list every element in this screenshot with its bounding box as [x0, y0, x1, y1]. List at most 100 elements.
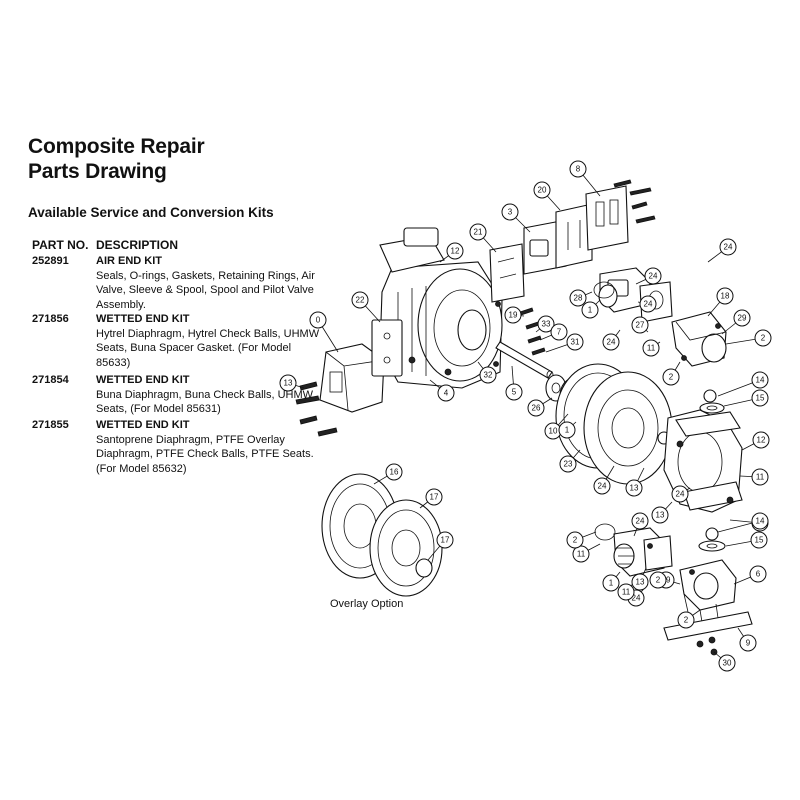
lower-manifold	[613, 527, 673, 577]
callout-bubble: 24	[593, 477, 611, 495]
kit-part-no: 271854	[32, 374, 69, 386]
kit-part-no: 271856	[32, 313, 69, 325]
callout-number: 11	[577, 550, 586, 559]
callout-bubble: 8	[569, 160, 587, 178]
callout-circle	[385, 463, 403, 481]
parts-drawings	[295, 179, 753, 656]
callout-number: 6	[756, 570, 761, 579]
callout-number: 16	[390, 468, 399, 477]
callout-bubble: 2	[566, 531, 584, 549]
callout-bubble: 24	[639, 295, 657, 313]
callout-circle	[631, 512, 649, 530]
callout-circle	[602, 333, 620, 351]
callout-bubble: 13	[651, 506, 669, 524]
callout-bubble: 23	[559, 455, 577, 473]
callout-circle	[469, 223, 487, 241]
overlay-option-label: Overlay Option	[330, 598, 404, 610]
callout-number: 24	[644, 300, 653, 309]
callout-number: 14	[756, 517, 765, 526]
callout-bubble: 1	[581, 301, 599, 319]
callout-circle	[631, 573, 649, 591]
callout-circle	[566, 531, 584, 549]
top-elbow	[671, 311, 727, 367]
callout-circle	[617, 583, 635, 601]
callout-bubble: 24	[719, 238, 737, 256]
callout-bubble: 2	[754, 329, 772, 347]
upper-ball-seat	[699, 389, 725, 414]
callout-circle	[719, 238, 737, 256]
callout-circle	[309, 311, 327, 329]
callout-number: 24	[607, 338, 616, 347]
callout-circle	[527, 399, 545, 417]
callout-bubble: 3	[501, 203, 519, 221]
callout-number: 21	[474, 228, 483, 237]
callout-number: 8	[576, 165, 581, 174]
callout-bubble: 2	[662, 368, 680, 386]
kit-description: Hytrel Diaphragm, Hytrel Check Balls, UH…	[96, 328, 320, 369]
title-line-2: Parts Drawing	[28, 160, 167, 183]
callout-number: 2	[761, 334, 766, 343]
callout-number: 30	[723, 659, 732, 668]
kit-description: Santoprene Diaphragm, PTFE Overlay Diaph…	[96, 434, 314, 475]
callout-number: 33	[542, 320, 551, 329]
callout-number: 19	[509, 311, 518, 320]
callout-bubble: 17	[425, 488, 443, 506]
callout-circle	[537, 315, 555, 333]
callout-circle	[751, 389, 769, 407]
callout-number: 23	[564, 460, 573, 469]
callout-number: 10	[549, 427, 558, 436]
callout-number: 31	[571, 338, 580, 347]
diaphragm-shaft	[495, 341, 554, 380]
small-bolts	[519, 179, 656, 356]
callout-circle	[437, 384, 455, 402]
callout-circle	[566, 333, 584, 351]
callout-circle	[733, 309, 751, 327]
callout-bubble: 24	[602, 333, 620, 351]
callout-bubble: 2	[649, 571, 667, 589]
callout-circle	[569, 160, 587, 178]
callout-bubble: 13	[279, 374, 297, 392]
callout-bubble: 19	[504, 306, 522, 324]
callout-number: 12	[757, 436, 766, 445]
callout-number: 24	[676, 490, 685, 499]
title-line-1: Composite Repair	[28, 135, 205, 158]
kits-subtitle: Available Service and Conversion Kits	[28, 205, 274, 220]
page-title: Composite Repair Parts Drawing	[28, 134, 368, 184]
callout-circle	[718, 654, 736, 672]
callout-number: 2	[573, 536, 578, 545]
callout-number: 24	[724, 243, 733, 252]
callout-number: 14	[756, 376, 765, 385]
callout-circle	[751, 468, 769, 486]
callout-bubble: 1	[558, 421, 576, 439]
callout-circle	[533, 181, 551, 199]
air-center-housing	[379, 227, 503, 389]
callout-bubble: 12	[752, 431, 770, 449]
callout-number: 11	[622, 588, 631, 597]
callout-number: 2	[684, 616, 689, 625]
callout-bubble: 7	[550, 323, 568, 341]
callout-number: 13	[284, 379, 293, 388]
callout-bubble: 9	[739, 634, 757, 652]
callout-bubble: 15	[751, 389, 769, 407]
header-part-no: PART NO.	[32, 238, 89, 252]
air-valve-block	[319, 319, 403, 413]
callout-number: 27	[636, 321, 645, 330]
callout-number: 3	[508, 208, 513, 217]
callout-number: 7	[557, 328, 562, 337]
callout-circle	[436, 531, 454, 549]
callout-circle	[644, 267, 662, 285]
kit-name: AIR END KIT	[96, 255, 162, 267]
callout-bubble: 11	[642, 339, 660, 357]
callout-bubble: 24	[631, 512, 649, 530]
callout-bubble: 16	[385, 463, 403, 481]
kit-name: WETTED END KIT	[96, 419, 190, 431]
callout-circle	[504, 306, 522, 324]
callout-circle	[581, 301, 599, 319]
callout-circle	[754, 329, 772, 347]
callout-bubble: 15	[750, 531, 768, 549]
callout-bubble: 11	[617, 583, 635, 601]
diaphragm	[583, 371, 673, 485]
callout-bubble: 33	[537, 315, 555, 333]
callout-number: 24	[632, 594, 641, 603]
callout-bubble: 27	[631, 316, 649, 334]
